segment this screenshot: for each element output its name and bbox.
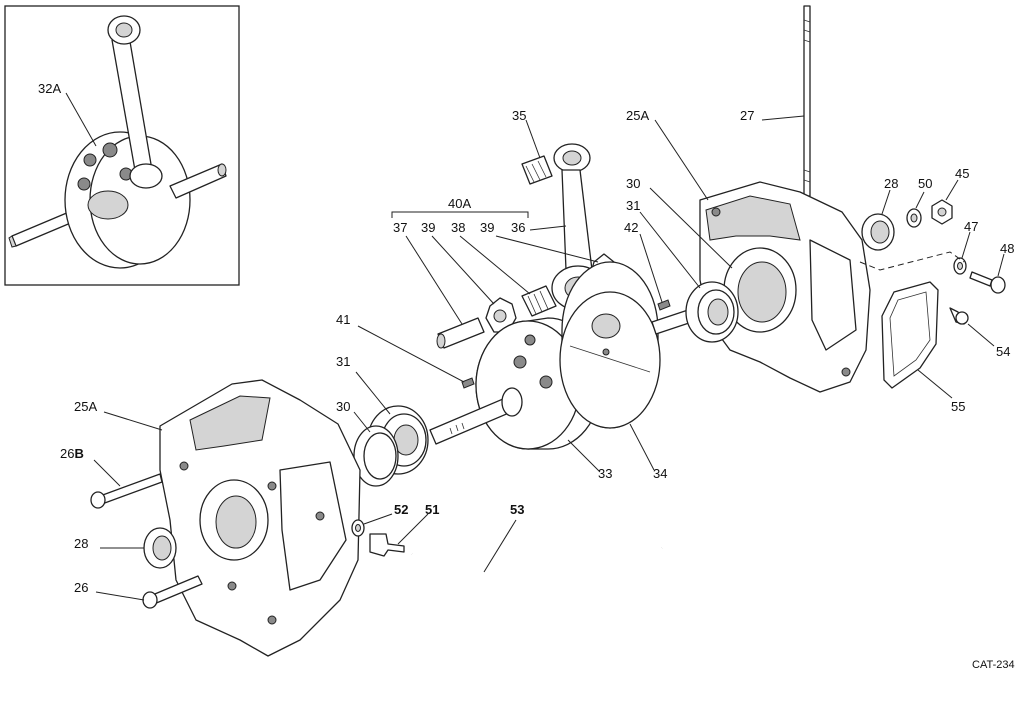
label-39-right: 39 bbox=[480, 220, 494, 235]
label-41: 41 bbox=[336, 312, 350, 327]
label-37: 37 bbox=[393, 220, 407, 235]
screw-48: 48 bbox=[969, 241, 1014, 294]
cover-plate-55: 55 bbox=[881, 281, 965, 414]
label-42: 42 bbox=[624, 220, 638, 235]
crankshaft-left-shaft bbox=[429, 387, 523, 445]
label-34: 34 bbox=[653, 466, 667, 481]
dashed-guide bbox=[859, 251, 965, 271]
label-55: 55 bbox=[951, 399, 965, 414]
label-40a: 40A bbox=[448, 196, 471, 211]
half-case-left-25a: 25A bbox=[74, 379, 361, 657]
label-28-left: 28 bbox=[74, 536, 88, 551]
label-47: 47 bbox=[964, 219, 978, 234]
small-end-bearing-35: 35 bbox=[512, 108, 553, 185]
key-42: 42 bbox=[624, 220, 671, 311]
flywheel-33: 33 bbox=[475, 317, 612, 481]
label-38: 38 bbox=[451, 220, 465, 235]
washer-47: 47 bbox=[953, 219, 978, 275]
screw-26b: 26B bbox=[60, 446, 163, 509]
oil-seal-28-right: 28 bbox=[861, 176, 898, 251]
label-30-right: 30 bbox=[626, 176, 640, 191]
label-54: 54 bbox=[996, 344, 1010, 359]
crank-group-bracket: 40A bbox=[391, 196, 529, 218]
screw-26: 26 bbox=[74, 575, 203, 609]
flywheel-34: 34 bbox=[559, 261, 667, 481]
oil-seal-28-left: 28 bbox=[74, 527, 177, 569]
label-27: 27 bbox=[740, 108, 754, 123]
cage-39-left: 39 bbox=[421, 220, 517, 333]
hose-53: 53 bbox=[410, 502, 664, 589]
label-26: 26 bbox=[74, 580, 88, 595]
label-26b: 26B bbox=[60, 446, 84, 461]
label-25a-right: 25A bbox=[626, 108, 649, 123]
label-51: 51 bbox=[425, 502, 439, 517]
washer-50: 50 bbox=[906, 176, 932, 228]
screw-54: 54 bbox=[949, 307, 1010, 359]
seal-30-left: 30 bbox=[336, 399, 399, 487]
key-41: 41 bbox=[336, 312, 475, 389]
label-32a: 32A bbox=[38, 81, 61, 96]
label-45: 45 bbox=[955, 166, 969, 181]
label-35: 35 bbox=[512, 108, 526, 123]
roller-bearing-38: 38 bbox=[451, 220, 557, 317]
washer-52: 52 bbox=[351, 502, 408, 537]
ball-bearing-31-right: 31 bbox=[626, 198, 739, 343]
catalog-code: CAT-234 bbox=[972, 659, 1015, 671]
label-52: 52 bbox=[394, 502, 408, 517]
label-33: 33 bbox=[598, 466, 612, 481]
stud-27: 27 bbox=[740, 5, 811, 197]
label-48: 48 bbox=[1000, 241, 1014, 256]
label-36: 36 bbox=[511, 220, 525, 235]
label-31-right: 31 bbox=[626, 198, 640, 213]
label-28-right: 28 bbox=[884, 176, 898, 191]
inset-crankshaft-box: 32A bbox=[4, 5, 240, 286]
label-25a-left: 25A bbox=[74, 399, 97, 414]
fitting-51: 51 bbox=[369, 502, 439, 557]
seal-30-right: 30 bbox=[626, 176, 733, 269]
half-case-right-25a: 25A bbox=[626, 108, 871, 393]
crank-pin-37: 37 bbox=[393, 220, 485, 349]
label-30-left: 30 bbox=[336, 399, 350, 414]
label-31-left: 31 bbox=[336, 354, 350, 369]
label-39-left: 39 bbox=[421, 220, 435, 235]
nut-45: 45 bbox=[931, 166, 969, 225]
label-50: 50 bbox=[918, 176, 932, 191]
label-53: 53 bbox=[510, 502, 524, 517]
